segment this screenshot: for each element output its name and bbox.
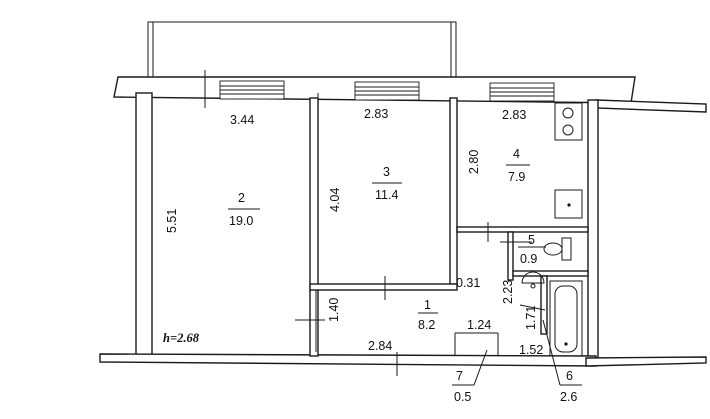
closet-width-dimension: 1.24 (467, 318, 491, 332)
room-5-number: 5 (528, 233, 535, 247)
room-4-area: 7.9 (508, 170, 525, 184)
wc-gap-dimension: 0.31 (456, 276, 480, 290)
room-2-length-dimension: 5.51 (165, 209, 179, 233)
room-4-number: 4 (513, 147, 520, 161)
fraction-bars (228, 164, 582, 386)
room-2-area: 19.0 (229, 214, 253, 228)
bathtub-icon (549, 280, 583, 357)
room-2-number: 2 (238, 191, 245, 205)
room-5-area: 0.9 (520, 252, 537, 266)
bath-width-dimension: 1.52 (519, 343, 543, 357)
room-6-area: 2.6 (560, 390, 577, 404)
bath-depth-dimension: 1.71 (524, 306, 538, 330)
interior-walls (309, 97, 589, 357)
room-3-number: 3 (383, 165, 390, 179)
door-marks (204, 70, 546, 376)
toilet-icon (543, 237, 572, 261)
wc-depth-dimension: 2.23 (501, 280, 515, 304)
kitchen-sink-icon (554, 189, 583, 219)
room-6-number: 6 (566, 369, 573, 383)
room-2-width-dimension: 3.44 (230, 113, 254, 127)
room-1-number: 1 (424, 298, 431, 312)
room-4-length-dimension: 2.80 (467, 150, 481, 174)
room-3-area: 11.4 (375, 188, 398, 202)
stove-icon (554, 102, 583, 141)
balcony (147, 21, 457, 81)
room-4-width-dimension: 2.83 (502, 108, 526, 122)
room-3-width-dimension: 2.83 (364, 107, 388, 121)
hall-width-dimension: 2.84 (368, 339, 392, 353)
windows (219, 80, 555, 102)
room-7-area: 0.5 (454, 390, 471, 404)
room-3-length-dimension: 4.04 (328, 188, 342, 212)
hall-depth-dimension: 1.40 (327, 298, 341, 322)
ceiling-height-label: h=2.68 (163, 331, 200, 345)
room-1-area: 8.2 (418, 318, 435, 332)
bathroom-sink-icon (521, 271, 545, 289)
room-7-number: 7 (456, 369, 463, 383)
exterior-walls (99, 76, 707, 367)
